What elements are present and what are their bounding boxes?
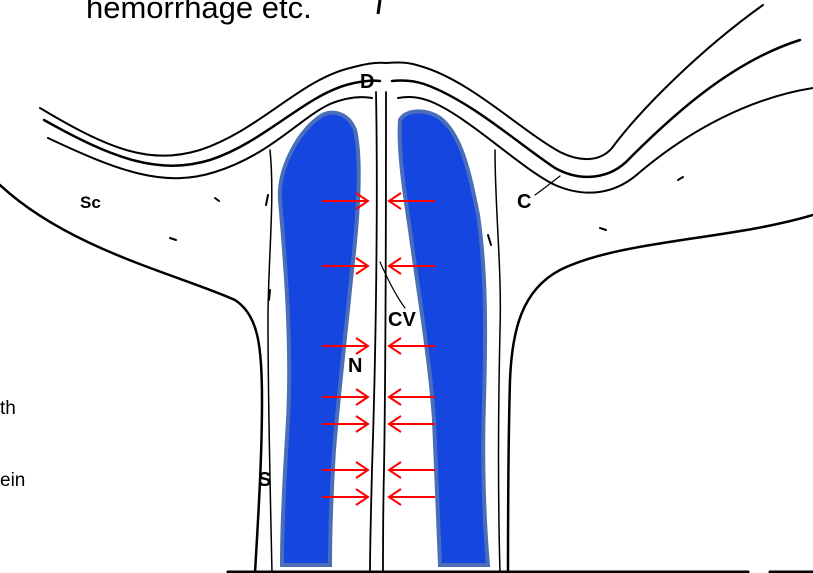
label-d: D	[360, 71, 374, 93]
arrow-left-pointing	[389, 462, 435, 478]
arrow-left-pointing	[389, 389, 435, 405]
label-s: S	[258, 469, 271, 491]
arrow-left-pointing	[389, 416, 435, 432]
heading-tick-mark	[378, 0, 380, 14]
membrane-lines	[0, 5, 813, 573]
label-sc: Sc	[80, 193, 101, 212]
label-n: N	[348, 355, 362, 377]
arrow-left-pointing	[389, 489, 435, 505]
label-cv: CV	[388, 309, 416, 331]
label-c: C	[517, 191, 531, 213]
